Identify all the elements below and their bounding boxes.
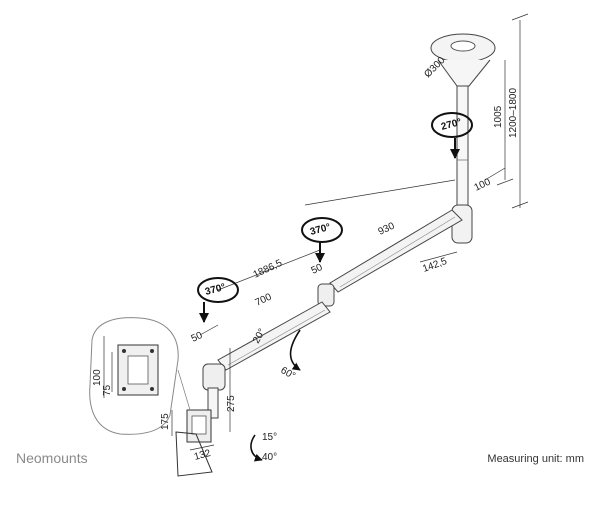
dim-gap-50b: 50	[190, 330, 205, 345]
ceiling-plate	[430, 33, 496, 87]
angle-tilt-15: 15°	[262, 432, 277, 443]
dim-vesa-175: 175	[160, 413, 171, 430]
brand-logo-text: Neomounts	[16, 450, 88, 466]
tilt-arc	[250, 329, 301, 462]
secondary-arm	[202, 301, 331, 419]
dim-height-range: 1200–1800	[508, 88, 519, 138]
angle-tilt-40: 40°	[262, 452, 277, 463]
dim-drop-275: 275	[226, 395, 237, 412]
detail-callout	[89, 317, 191, 435]
rotation-indicator-lower	[197, 277, 239, 323]
dim-vesa-100: 100	[92, 369, 103, 386]
rotation-indicator-middle	[301, 217, 343, 263]
angle-tilt-down: 60°	[279, 365, 298, 382]
dim-arm-930: 930	[377, 221, 397, 238]
main-arm	[317, 209, 463, 307]
dim-vesa-132: 132	[193, 448, 212, 463]
rotation-indicator-top	[431, 112, 473, 159]
rotation-label-lower: 370°	[204, 282, 227, 298]
dim-vesa-75: 75	[102, 384, 113, 396]
dim-pole-100: 100	[473, 177, 493, 194]
dim-base-142: 142,5	[421, 256, 449, 275]
dim-gap-50a: 50	[310, 262, 325, 277]
dim-arm-700: 700	[254, 292, 274, 309]
measuring-unit: Measuring unit: mm	[487, 453, 584, 465]
rotation-label-top: 270°	[440, 117, 463, 133]
vesa-bracket	[175, 409, 213, 477]
rotation-label-middle: 370°	[309, 222, 332, 238]
dim-arm-1886: 1886,5	[252, 258, 285, 281]
dim-height-1005: 1005	[493, 105, 504, 128]
